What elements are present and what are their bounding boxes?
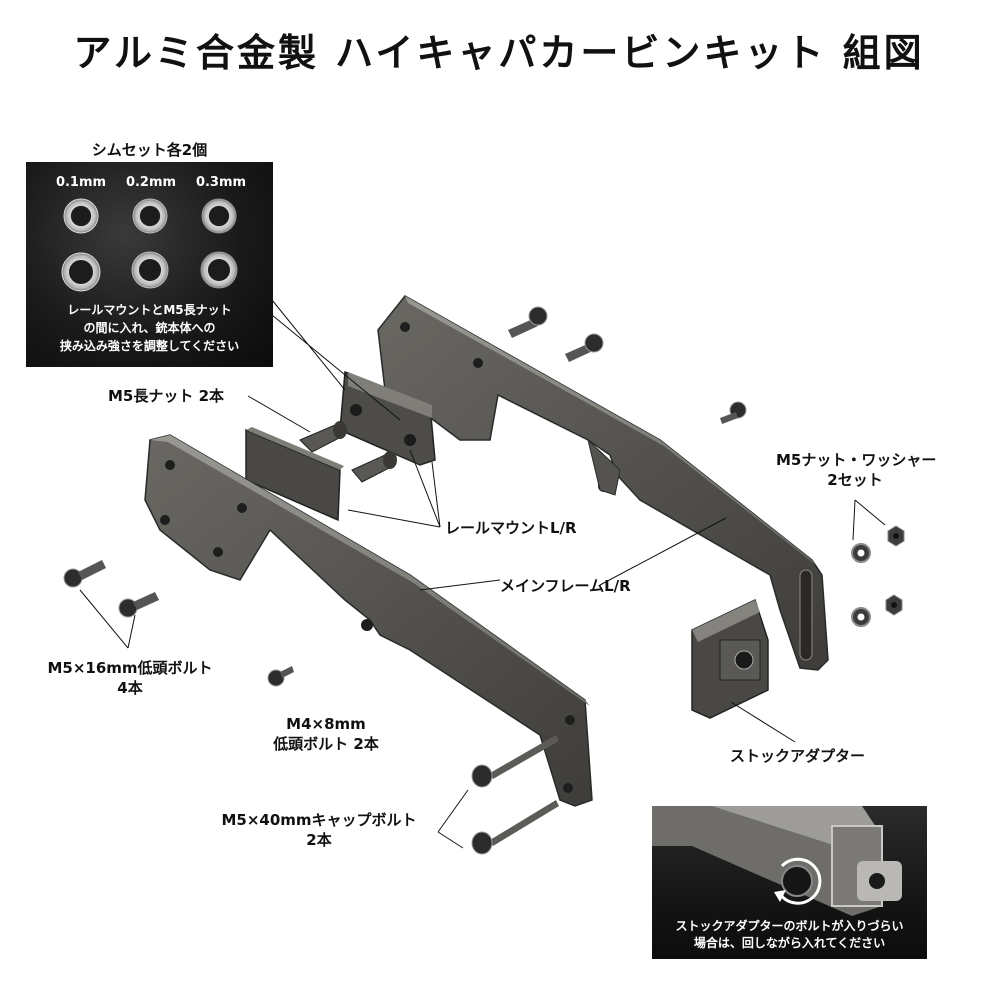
shim-size-0-1: 0.1mm [55, 175, 107, 190]
m5-long-nuts [299, 421, 397, 483]
label-m4x8-line-1: M4×8mm [286, 715, 366, 733]
diagram-title: アルミ合金製 ハイキャパカービンキット 組図 [73, 31, 925, 75]
label-m5-nut-washer-line-2: 2セット [827, 471, 883, 489]
label-m5-nut-washer-line-1: M5ナット・ワッシャー [776, 451, 937, 469]
label-m5-long-nut: M5長ナット 2本 [108, 387, 225, 405]
shim-note-line-2: の間に入れ、銃本体への [83, 321, 216, 335]
photo-note-line-1: ストックアダプターのボルトが入りづらい [675, 919, 904, 933]
label-rail-mount: レールマウントL/R [445, 519, 577, 537]
label-m4x8-line-2: 低頭ボルト 2本 [273, 735, 379, 753]
rail-mount-right [339, 370, 436, 466]
label-m5x16-line-2: 4本 [117, 679, 143, 697]
label-m5x40-line-2: 2本 [306, 831, 332, 849]
rail-mount-left [245, 427, 344, 522]
shim-size-0-2: 0.2mm [125, 175, 177, 190]
leader-lines [79, 299, 886, 849]
stock-adapter-photo [652, 806, 902, 916]
shim-rings [61, 198, 238, 292]
m5x16-bolts-left [63, 560, 159, 618]
label-m5x16-line-1: M5×16mm低頭ボルト [47, 659, 213, 677]
label-m5x40-line-1: M5×40mmキャップボルト [221, 811, 417, 829]
m5x16-bolts-top [508, 306, 747, 424]
shim-note-line-3: 挟み込み強さを調整してください [59, 339, 240, 353]
m5-nuts-washers [851, 525, 905, 627]
shim-note-line-1: レールマウントとM5長ナット [67, 303, 232, 317]
label-main-frame: メインフレームL/R [500, 577, 631, 595]
shim-size-0-3: 0.3mm [195, 175, 247, 190]
stock-adapter [691, 598, 769, 719]
shim-inset-photo: 0.1mm 0.2mm 0.3mm レールマウントとM5長ナット の間に入れ、銃… [26, 162, 273, 367]
photo-note-line-2: 場合は、回しながら入れてください [693, 936, 886, 950]
shim-inset-heading: シムセット各2個 [91, 141, 208, 159]
label-stock-adapter: ストックアダプター [730, 747, 866, 765]
m4x8-bolt [267, 666, 294, 687]
main-frame-right [377, 295, 829, 671]
m5x40-bolts [471, 735, 559, 855]
stock-adapter-photo-inset: ストックアダプターのボルトが入りづらい 場合は、回しながら入れてください [652, 806, 927, 959]
main-frame-left [144, 434, 593, 807]
